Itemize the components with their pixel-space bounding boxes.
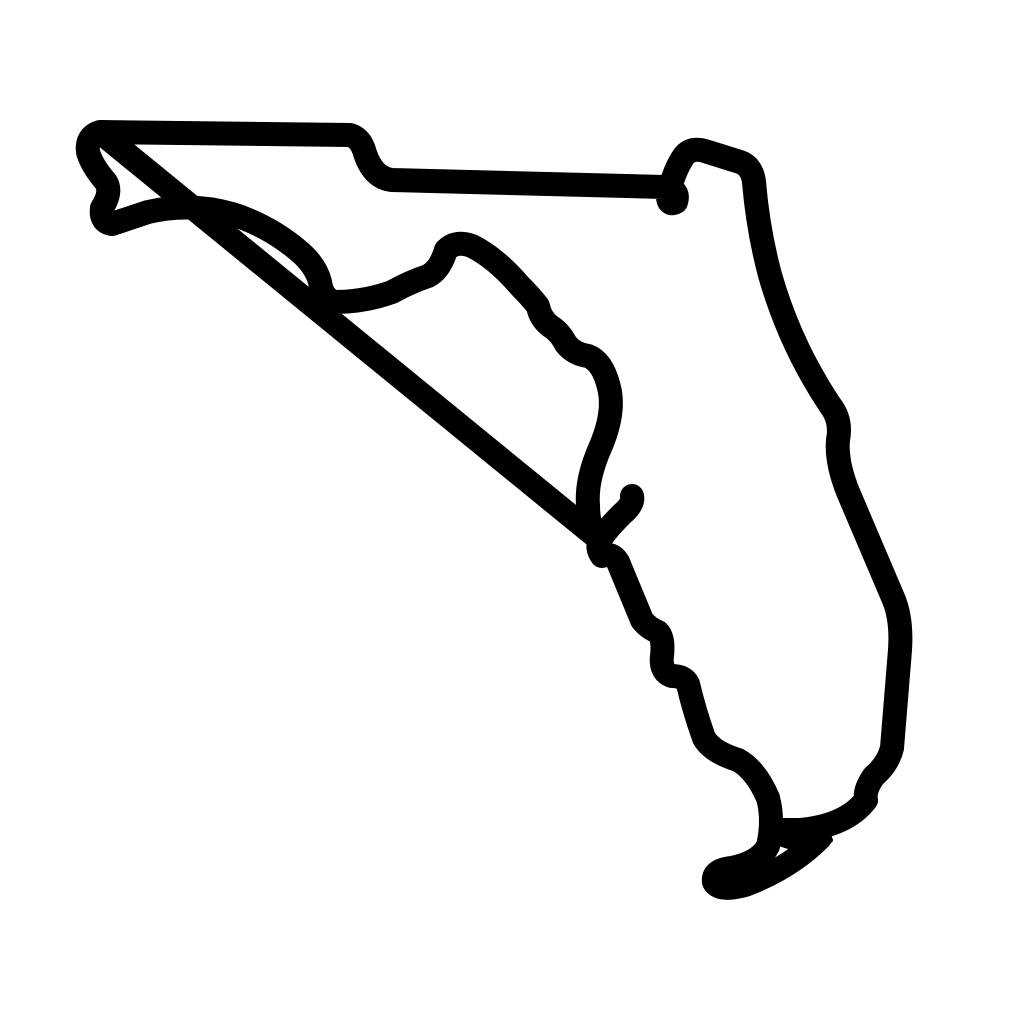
florida-border-path xyxy=(75,120,913,900)
florida-keys-inner-stroke xyxy=(727,837,833,883)
